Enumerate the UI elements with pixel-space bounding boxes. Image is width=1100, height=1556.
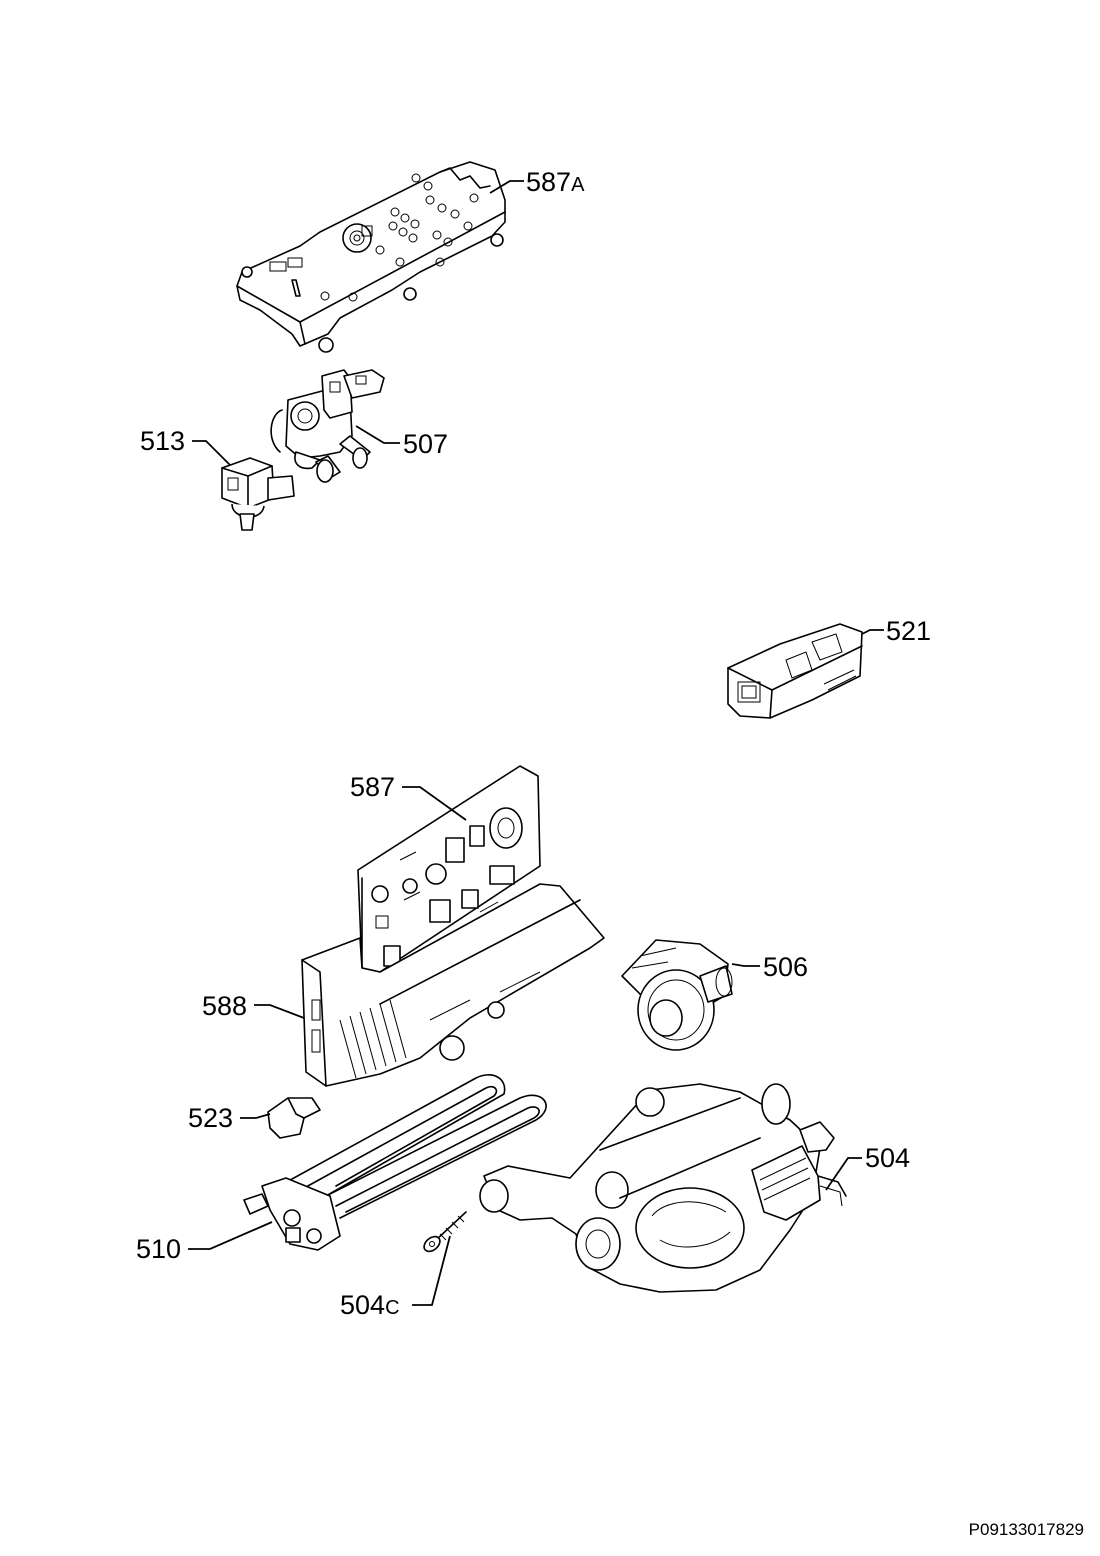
callout-521[interactable]: 521 xyxy=(886,618,931,645)
leader-504c xyxy=(412,1235,451,1306)
callout-number: 504 xyxy=(340,1290,386,1320)
leader-521 xyxy=(861,629,884,635)
callout-523[interactable]: 523 xyxy=(188,1105,233,1132)
leader-513 xyxy=(192,440,231,466)
callout-587[interactable]: 587 xyxy=(350,774,395,801)
part-510-heating-element[interactable] xyxy=(243,1074,547,1251)
part-588-board-housing[interactable] xyxy=(301,883,605,1087)
part-506-drain-pump[interactable] xyxy=(621,939,733,1051)
leader-523 xyxy=(240,1113,271,1119)
part-504c-screw[interactable] xyxy=(421,1211,467,1254)
leader-507 xyxy=(355,425,400,444)
leader-506 xyxy=(731,963,760,967)
callout-number: 523 xyxy=(188,1103,234,1133)
callout-504c[interactable]: 504C xyxy=(340,1292,400,1319)
callout-number: 513 xyxy=(140,426,186,456)
part-521-door-interlock[interactable] xyxy=(727,623,863,719)
part-587a-control-housing[interactable] xyxy=(236,161,506,353)
callout-suffix: A xyxy=(571,174,585,196)
part-587-main-board[interactable] xyxy=(357,765,541,973)
callout-506[interactable]: 506 xyxy=(763,954,808,981)
callout-number: 521 xyxy=(886,616,932,646)
leader-587 xyxy=(402,786,467,821)
part-504-motor[interactable] xyxy=(479,1083,847,1293)
callout-number: 587 xyxy=(350,772,396,802)
callout-number: 506 xyxy=(763,952,809,982)
callout-513[interactable]: 513 xyxy=(140,428,185,455)
leader-587a xyxy=(489,180,524,194)
callout-number: 510 xyxy=(136,1234,182,1264)
callout-number: 504 xyxy=(865,1143,911,1173)
callout-number: 588 xyxy=(202,991,248,1021)
callout-587a[interactable]: 587A xyxy=(526,169,584,196)
callout-suffix: C xyxy=(385,1297,400,1319)
callout-510[interactable]: 510 xyxy=(136,1236,181,1263)
callout-504[interactable]: 504 xyxy=(865,1145,910,1172)
part-513-pressure-switch[interactable] xyxy=(221,457,295,531)
leader-510 xyxy=(188,1221,273,1250)
part-523-clip[interactable] xyxy=(267,1097,321,1139)
drawing-code: P09133017829 xyxy=(968,1520,1084,1539)
callout-number: 587 xyxy=(526,167,572,197)
leader-504 xyxy=(825,1157,862,1191)
leader-588 xyxy=(254,1004,305,1019)
part-507-inlet-valve[interactable] xyxy=(270,369,385,483)
callout-number: 507 xyxy=(403,429,449,459)
callout-507[interactable]: 507 xyxy=(403,431,448,458)
callout-588[interactable]: 588 xyxy=(202,993,247,1020)
